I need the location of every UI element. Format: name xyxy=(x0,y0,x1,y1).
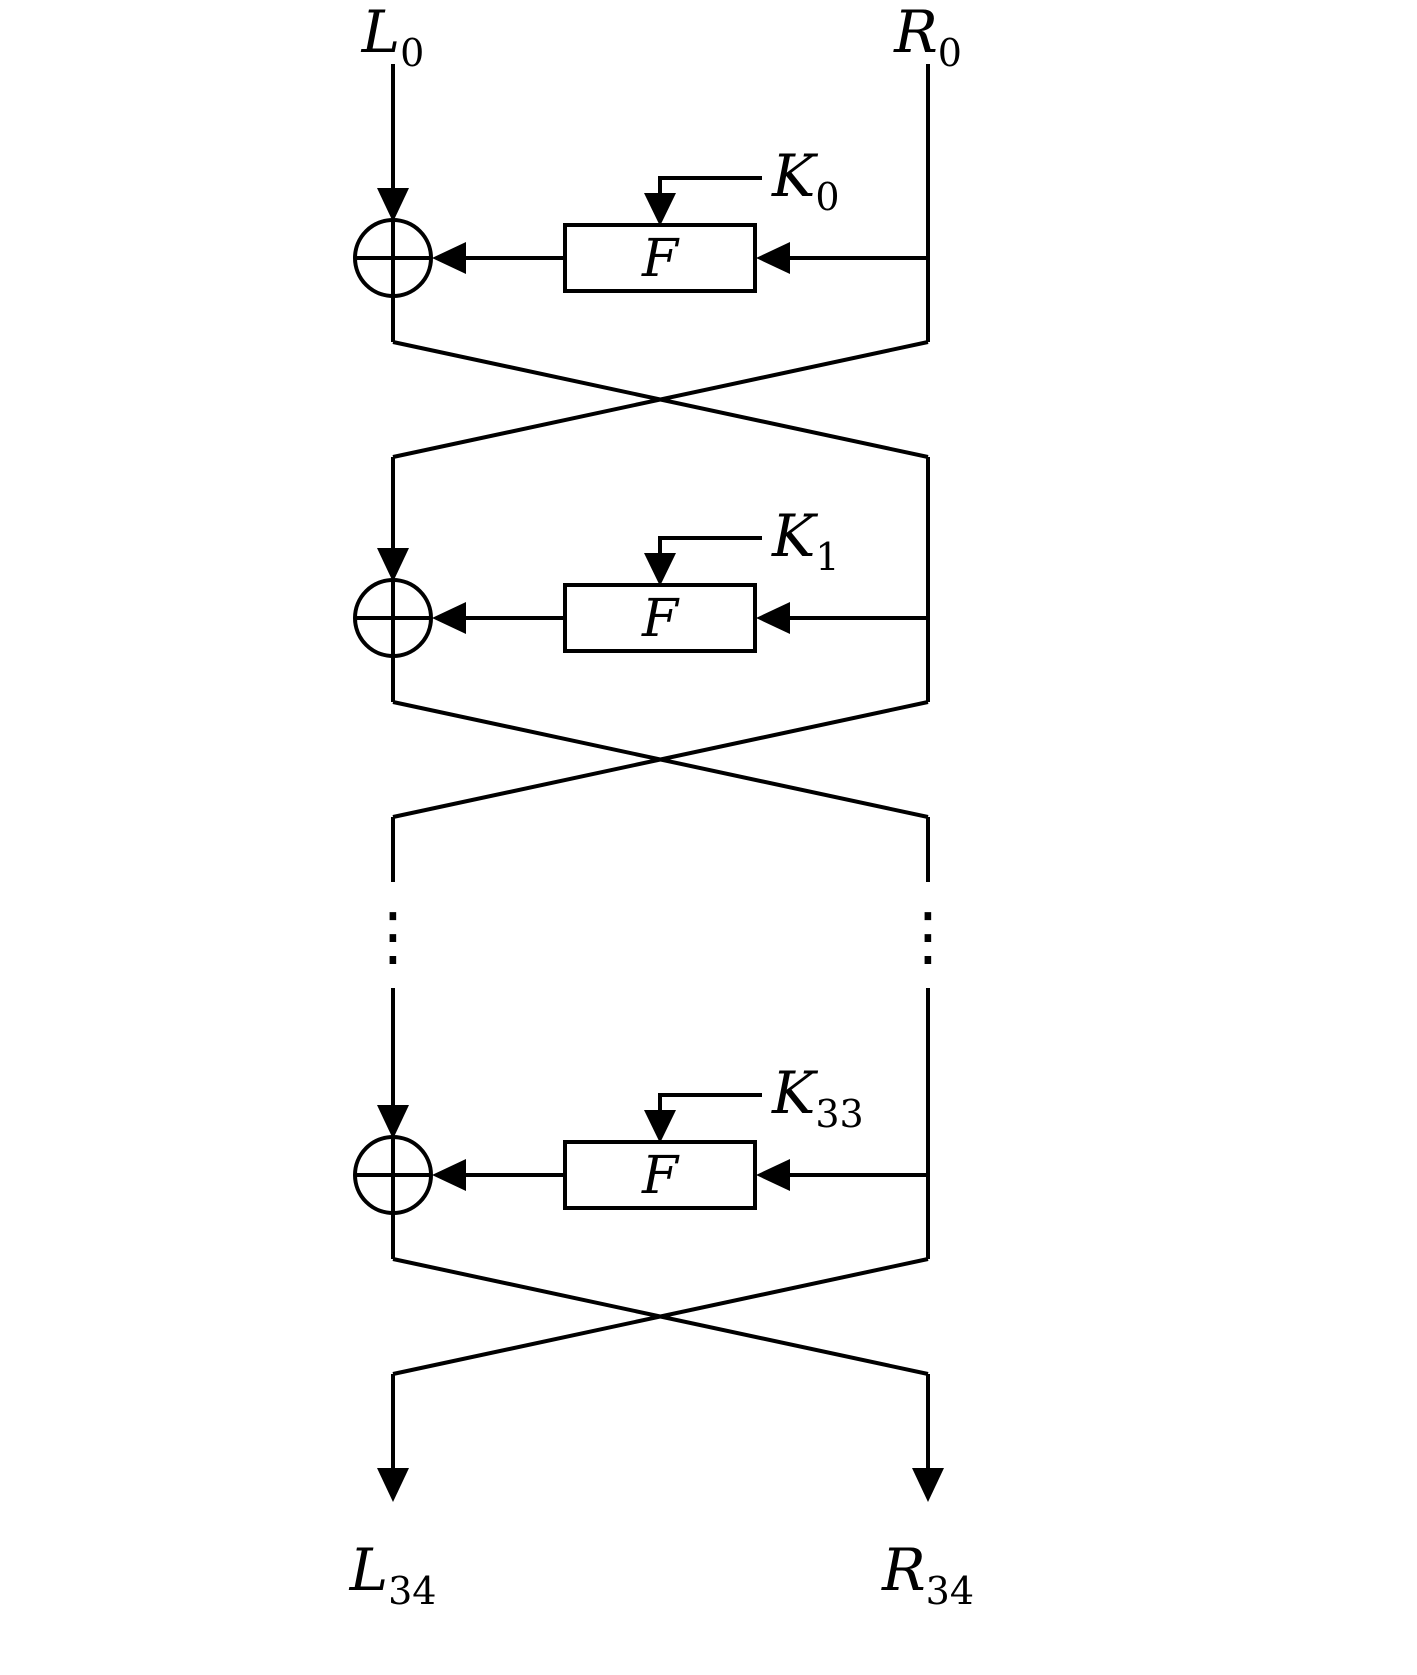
round-3: F K33 xyxy=(353,1059,928,1259)
crossover-1 xyxy=(392,340,929,459)
key-arrow-icon xyxy=(644,1110,676,1143)
round-2: F K1 xyxy=(353,457,930,702)
output-label-left: L34 xyxy=(349,1536,437,1613)
down-arrow-icon xyxy=(377,1105,409,1139)
input-label-left: L0 xyxy=(361,0,425,75)
key-label: K33 xyxy=(771,1059,864,1136)
left-arrow-icon xyxy=(432,602,466,634)
key-wire xyxy=(658,176,762,194)
crossover-3 xyxy=(392,1257,929,1376)
key-arrow-icon xyxy=(644,553,676,586)
crossover-2 xyxy=(392,700,929,819)
round-function-box xyxy=(563,223,757,293)
left-arrow-icon xyxy=(756,1159,790,1191)
left-arrow-icon xyxy=(432,242,466,274)
left-arrow-icon xyxy=(756,242,790,274)
ellipsis-section: ⋮ ⋮ xyxy=(361,817,960,1259)
key-arrow-icon xyxy=(644,193,676,226)
vertical-ellipsis-right: ⋮ xyxy=(896,900,960,974)
round-function-label: F xyxy=(641,589,680,649)
down-arrow-icon xyxy=(912,1468,944,1502)
cross-wire-right-to-left xyxy=(392,340,929,459)
output-label-right: R34 xyxy=(881,1536,974,1613)
left-arrow-icon xyxy=(432,1159,466,1191)
outputs: L34 R34 xyxy=(349,1374,974,1613)
cross-wire-right-to-left xyxy=(392,1257,929,1376)
round-function-label: F xyxy=(641,229,680,289)
key-label: K0 xyxy=(771,142,840,219)
left-arrow-icon xyxy=(756,602,790,634)
round-function-label: F xyxy=(641,1146,680,1206)
key-wire xyxy=(658,536,762,554)
cross-wire-right-to-left xyxy=(392,700,929,819)
round-function-box xyxy=(563,1140,757,1210)
down-arrow-icon xyxy=(377,188,409,222)
down-arrow-icon xyxy=(377,1468,409,1502)
vertical-ellipsis-left: ⋮ xyxy=(361,900,425,974)
round-1: F K0 xyxy=(353,64,930,342)
key-label: K1 xyxy=(771,502,840,579)
key-wire xyxy=(658,1093,762,1111)
input-label-right: R0 xyxy=(893,0,962,75)
down-arrow-icon xyxy=(377,548,409,582)
